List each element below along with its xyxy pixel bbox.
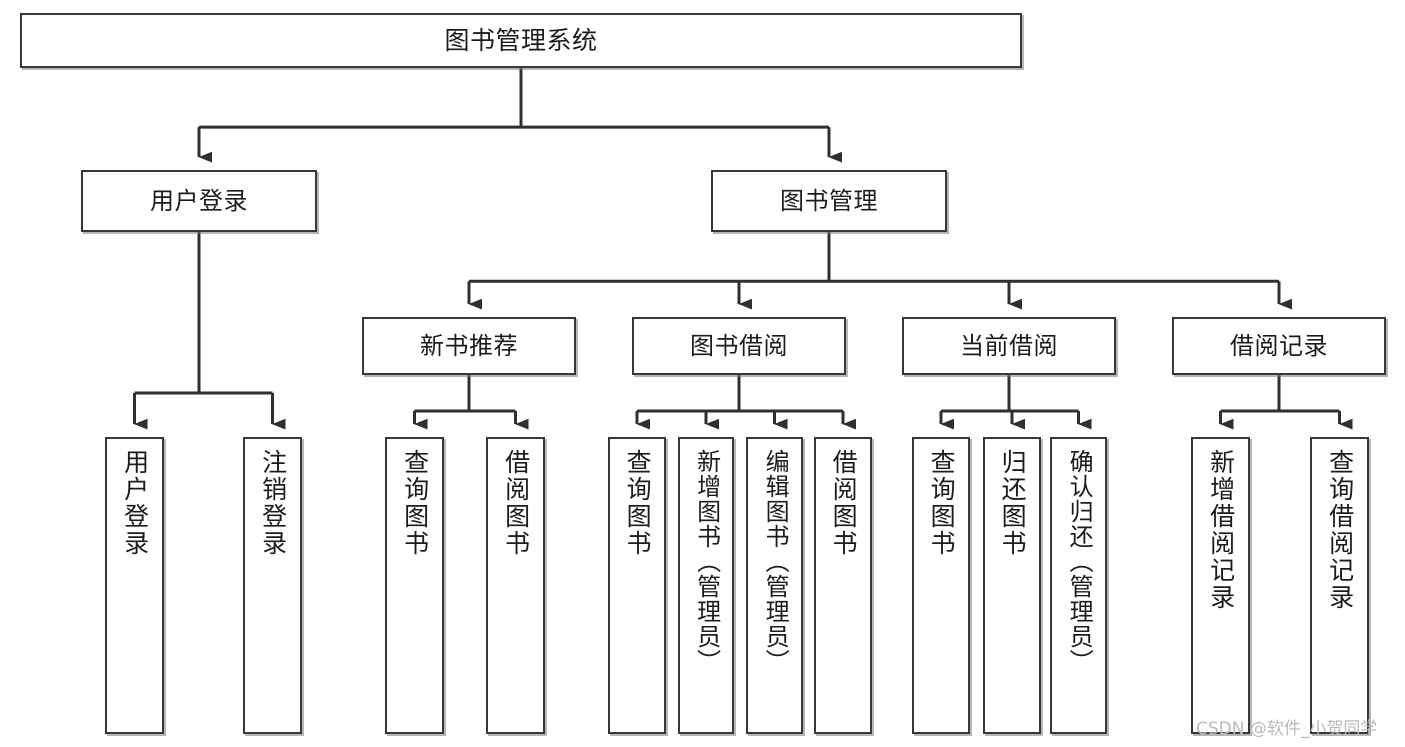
node-book-borrow[interactable]: 图书借阅 [632, 317, 846, 375]
csdn-watermark: CSDN @软件_小贺同学 [1196, 719, 1378, 739]
node-root[interactable]: 图书管理系统 [20, 13, 1022, 68]
edge-bus [637, 375, 843, 413]
node-leaf-query-book-current[interactable]: 查询图书 [912, 437, 970, 734]
node-label: 编辑图书（管理员） [761, 449, 790, 674]
node-leaf-query-book-borrow[interactable]: 查询图书 [608, 437, 666, 734]
edge-bus [941, 375, 1079, 413]
node-leaf-borrow-book-new[interactable]: 借阅图书 [486, 437, 545, 734]
node-label: 借阅图书 [501, 449, 531, 557]
node-label: 查询图书 [400, 449, 430, 557]
node-leaf-borrow-book[interactable]: 借阅图书 [814, 437, 872, 734]
node-label: 查询借阅记录 [1325, 449, 1355, 611]
node-label: 查询图书 [927, 449, 957, 557]
node-new-book-recommend[interactable]: 新书推荐 [362, 317, 576, 375]
node-label: 用户登录 [120, 449, 150, 557]
edge-bus [1220, 375, 1340, 413]
node-label: 确认归还（管理员） [1065, 449, 1094, 674]
node-leaf-query-book-new[interactable]: 查询图书 [385, 437, 444, 734]
node-borrow-records[interactable]: 借阅记录 [1172, 317, 1386, 375]
edge-bus [414, 375, 516, 413]
node-leaf-edit-book[interactable]: 编辑图书（管理员） [746, 437, 803, 734]
node-label: 新增借阅记录 [1206, 449, 1236, 611]
node-book-management[interactable]: 图书管理 [711, 170, 947, 232]
node-label: 新增图书（管理员） [692, 449, 721, 674]
node-label: 当前借阅 [960, 331, 1058, 360]
node-label: 归还图书 [998, 449, 1028, 557]
node-leaf-query-record[interactable]: 查询借阅记录 [1310, 437, 1369, 734]
node-leaf-return-book[interactable]: 归还图书 [983, 437, 1041, 734]
node-leaf-add-book[interactable]: 新增图书（管理员） [678, 437, 734, 734]
edge-bus [469, 232, 1279, 283]
node-leaf-confirm-return[interactable]: 确认归还（管理员） [1050, 437, 1107, 734]
node-label: 注销登录 [258, 449, 288, 557]
node-label: 图书管理系统 [444, 25, 598, 55]
node-label: 图书管理 [780, 186, 878, 215]
node-label: 借阅记录 [1230, 331, 1328, 360]
edge-bus [134, 232, 273, 395]
node-current-borrow[interactable]: 当前借阅 [902, 317, 1116, 375]
node-leaf-add-record[interactable]: 新增借阅记录 [1191, 437, 1250, 734]
node-label: 用户登录 [150, 186, 248, 215]
node-label: 借阅图书 [829, 449, 859, 557]
node-label: 图书借阅 [690, 331, 788, 360]
edge-bus [199, 68, 829, 129]
node-leaf-user-login[interactable]: 用户登录 [105, 437, 164, 734]
node-label: 新书推荐 [420, 331, 518, 360]
node-label: 查询图书 [623, 449, 653, 557]
node-user-login[interactable]: 用户登录 [81, 170, 317, 232]
node-leaf-logout[interactable]: 注销登录 [243, 437, 302, 734]
